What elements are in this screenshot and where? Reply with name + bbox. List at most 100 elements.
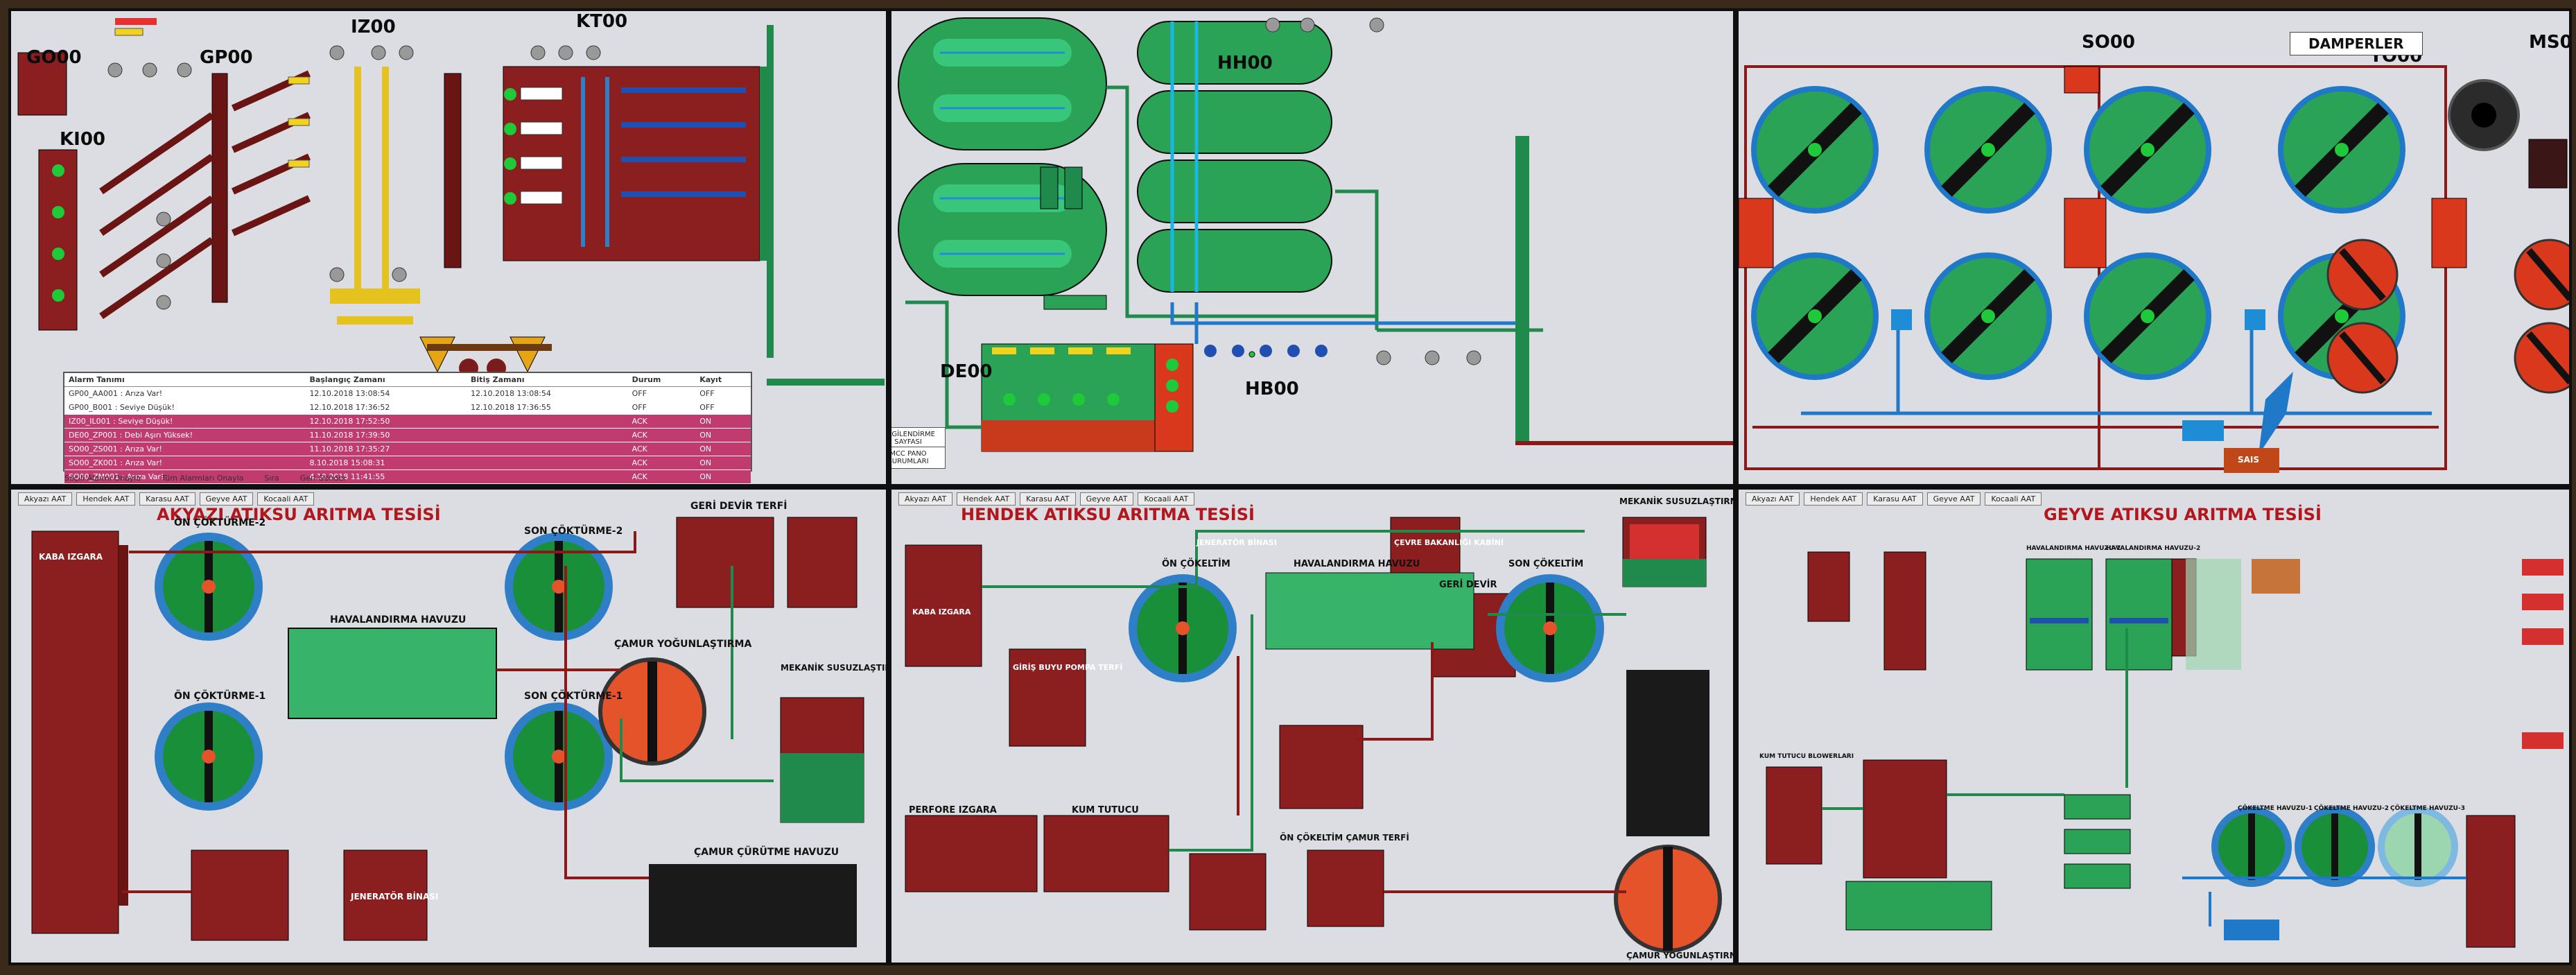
mcc-panel-button[interactable]: MCC PANO SURUMLARI (891, 447, 946, 469)
alarm-row[interactable]: IZ00_IL001 : Seviye Düşük!12.10.2018 17:… (64, 414, 751, 429)
tab-geyve[interactable]: Geyve AAT (1079, 492, 1134, 506)
alarm-cell: ON (695, 456, 751, 470)
alarm-row[interactable]: SO00_ZS001 : Arıza Var!11.10.2018 17:35:… (64, 442, 751, 456)
tab-geyve[interactable]: Geyve AAT (199, 492, 254, 506)
label-son-cokturme-1: SON ÇÖKTÜRME-1 (524, 691, 623, 702)
screen-hendek: Akyazı AAT Hendek AAT Karasu AAT Geyve A… (889, 487, 1736, 965)
alarm-cell: ON (695, 469, 751, 484)
label-ms02: MS02 (2529, 32, 2572, 53)
alarm-cell: ON (695, 414, 751, 429)
alarm-cell: SO00_ZM002 : Arıza Var! (64, 483, 306, 484)
alarm-cell: 12.10.2018 17:36:55 (467, 400, 628, 415)
alarm-cell: OFF (695, 400, 751, 415)
alarm-cell: OFF (695, 386, 751, 401)
label-havalandirma: HAVALANDIRMA HAVUZU (330, 614, 467, 625)
scada-diagram-top-left (17, 18, 885, 386)
alarm-cell (467, 483, 628, 484)
label-kaba-izgara-h: KABA IZGARA (912, 607, 971, 616)
alarm-table: Alarm Tanımı Başlangıç Zamanı Bitiş Zama… (63, 372, 752, 484)
label-go00: GO00 (26, 47, 82, 68)
alarm-ack-all[interactable]: Tüm Alarmları Onayla (162, 474, 244, 483)
tab-hendek[interactable]: Hendek AAT (1804, 492, 1863, 506)
label-cok-h2: ÇÖKELTME HAVUZU-2 (2314, 805, 2389, 812)
label-mek-susuz-h: MEKANİK SUSUZLAŞTIRMA (1619, 497, 1736, 506)
alarm-cell: ACK (627, 483, 696, 484)
alarm-header-end: Bitiş Zamanı (467, 373, 628, 387)
alarm-cell: 11.10.2018 17:39:50 (305, 428, 467, 442)
alarm-cell (467, 456, 628, 470)
tab-kocaali[interactable]: Kocaali AAT (1985, 492, 2042, 506)
tab-karasu[interactable]: Karasu AAT (1867, 492, 1923, 506)
label-so00: SO00 (2082, 32, 2136, 53)
alarm-header-desc: Alarm Tanımı (64, 373, 306, 387)
hendek-title: HENDEK ATIKSU ARITMA TESİSİ (961, 505, 1255, 524)
label-sais: SAIS (2238, 455, 2260, 465)
alarm-cell: ACK (627, 469, 696, 484)
label-on-cokeltim-camur: ÖN ÇÖKELTİM ÇAMUR TERFİ (1280, 833, 1409, 843)
tab-akyazi[interactable]: Akyazı AAT (898, 492, 953, 506)
alarm-cell: ACK (627, 428, 696, 442)
label-jenerator: JENERATÖR BİNASI (351, 892, 439, 901)
label-gp00: GP00 (200, 47, 253, 68)
alarm-cell: SO00_ZS001 : Arıza Var! (64, 442, 306, 456)
alarm-row[interactable]: SO00_ZM001 : Arıza Var!4.10.2018 11:41:5… (64, 469, 751, 484)
alarm-cell: 11.10.2018 17:35:27 (305, 442, 467, 456)
screen-geyve: Akyazı AAT Hendek AAT Karasu AAT Geyve A… (1736, 487, 2572, 965)
alarm-cell: ACK (627, 456, 696, 470)
label-kt00: KT00 (576, 11, 628, 32)
alarm-row[interactable]: GP00_AA001 : Arıza Var!12.10.2018 13:08:… (64, 386, 751, 401)
label-kaba-izgara: KABA IZGARA (39, 552, 103, 562)
tab-karasu[interactable]: Karasu AAT (139, 492, 195, 506)
alarm-cell: OFF (627, 400, 696, 415)
alarm-cell: SO00_ZM001 : Arıza Var! (64, 469, 306, 484)
alarm-cell: 12.10.2018 17:36:52 (305, 400, 467, 415)
scada-diagram-top-right (1739, 65, 2569, 473)
alarm-cell: ON (695, 442, 751, 456)
alarm-row[interactable]: GP00_B001 : Seviye Düşük!12.10.2018 17:3… (64, 400, 751, 415)
alarm-cell (467, 414, 628, 429)
tab-geyve[interactable]: Geyve AAT (1926, 492, 1981, 506)
damper-button[interactable]: DAMPERLER (2290, 32, 2423, 55)
label-jenerator-h: JENERATÖR BİNASI (1196, 538, 1277, 547)
label-son-cokeltim: SON ÇÖKELTİM (1508, 559, 1584, 569)
tab-hendek[interactable]: Hendek AAT (957, 492, 1016, 506)
scada-hendek (905, 517, 1722, 953)
alarm-back[interactable]: Geri Gönder (299, 474, 347, 483)
label-on-cokturme-1: ÖN ÇÖKTÜRME-1 (174, 691, 266, 702)
label-on-cokeltim: ÖN ÇÖKELTİM (1162, 559, 1230, 569)
screen-akyazi: Akyazı AAT Hendek AAT Karasu AAT Geyve A… (8, 487, 889, 965)
alarm-cell (467, 469, 628, 484)
label-kum-blower: KUM TUTUCU BLOWERLARI (1759, 753, 1854, 760)
alarm-cell: 12.10.2018 13:08:54 (305, 386, 467, 401)
label-mek-susuz: MEKANİK SUSUZLAŞTIRMA (781, 663, 886, 673)
alarm-row[interactable]: SO00_ZM002 : Arıza Var!4.10.2018 11:41:5… (64, 483, 751, 484)
scada-diagram-top-middle (898, 17, 1733, 452)
alarm-cell: 12.10.2018 17:52:50 (305, 414, 467, 429)
label-havalandirma-h: HAVALANDIRMA HAVUZU (1294, 559, 1420, 569)
label-perfore: PERFORE IZGARA (909, 805, 997, 816)
label-cok-h3: ÇÖKELTME HAVUZU-3 (2390, 805, 2465, 812)
alarm-ack-selected[interactable]: Seçili Alarmı Onayla (64, 474, 141, 483)
geyve-tabs: Akyazı AAT Hendek AAT Karasu AAT Geyve A… (1746, 492, 2042, 506)
alarm-cell: 4.10.2018 11:41:55 (305, 469, 467, 484)
tab-akyazi[interactable]: Akyazı AAT (1746, 492, 1800, 506)
tab-hendek[interactable]: Hendek AAT (76, 492, 136, 506)
tab-karasu[interactable]: Karasu AAT (1020, 492, 1076, 506)
alarm-sort[interactable]: Sıra (264, 474, 279, 483)
alarm-row[interactable]: DE00_ZP001 : Debi Aşırı Yüksek!11.10.201… (64, 428, 751, 442)
screen-top-right: SO00 YO00 MS02 DAMPERLER SAIS (1736, 8, 2572, 487)
alarm-cell (467, 428, 628, 442)
alarm-row[interactable]: SO00_ZK001 : Arıza Var!8.10.2018 15:08:3… (64, 456, 751, 470)
tab-kocaali[interactable]: Kocaali AAT (1138, 492, 1195, 506)
alarm-header-record: Kayıt (695, 373, 751, 387)
label-iz00: IZ00 (351, 17, 396, 37)
alarm-cell (467, 442, 628, 456)
tab-akyazi[interactable]: Akyazı AAT (18, 492, 73, 506)
tab-kocaali[interactable]: Kocaali AAT (257, 492, 315, 506)
label-hav-h1: HAVALANDIRMA HAVUZU-1 (2026, 545, 2121, 552)
alarm-cell: OFF (627, 386, 696, 401)
scada-akyazi (31, 517, 864, 947)
label-hh00: HH00 (1217, 53, 1273, 74)
hendek-tabs: Akyazı AAT Hendek AAT Karasu AAT Geyve A… (898, 492, 1195, 506)
alarm-cell: ON (695, 428, 751, 442)
